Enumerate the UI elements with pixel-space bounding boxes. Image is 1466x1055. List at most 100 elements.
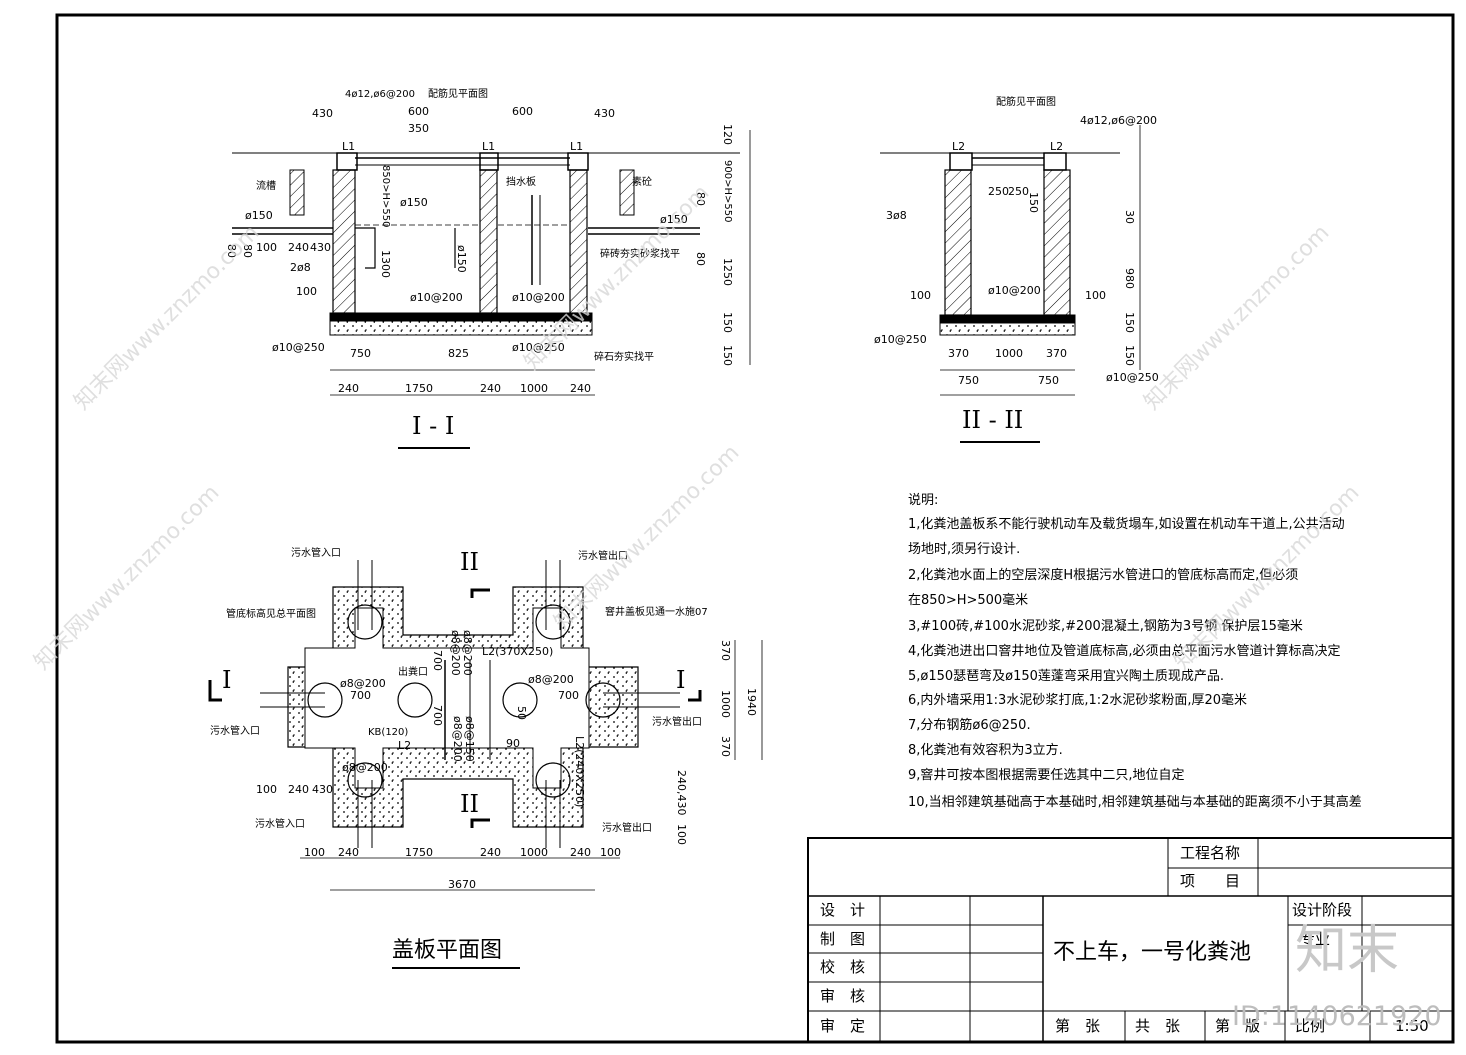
- edition-label: 第 版: [1215, 1017, 1261, 1035]
- section-1-label: 1250: [721, 258, 734, 286]
- section-1-label: 240: [288, 241, 309, 254]
- notes-heading: 说明:: [908, 493, 939, 508]
- plan-label: 出粪口: [398, 667, 428, 678]
- plan-label: 1750: [405, 846, 433, 859]
- section-1-label: L1: [342, 140, 356, 153]
- plan-label: ø8@200: [451, 716, 464, 762]
- plan-label: 1000: [719, 690, 732, 718]
- section-1-label: 碎砖夯实砂浆找平: [600, 249, 680, 260]
- outer-border: [55, 13, 1455, 1044]
- plan-label: L2: [398, 739, 412, 752]
- plan-label: 1940: [745, 688, 758, 716]
- section-2-label: 150: [1027, 192, 1040, 213]
- section-2-label: 150: [1123, 345, 1136, 366]
- section-2-label: ø10@200: [988, 284, 1041, 297]
- plan-label: II: [460, 548, 479, 576]
- section-1-label: 350: [408, 122, 429, 135]
- section-1-label: 80: [241, 244, 254, 258]
- section-1-label: 120: [721, 124, 734, 145]
- note-item: 在850>H>500毫米: [908, 593, 1029, 608]
- plan-label: 50: [515, 706, 528, 720]
- section-1-title: I - I: [412, 412, 455, 440]
- plan-label: ø8@200: [342, 761, 388, 774]
- section-1-label: ø150: [660, 213, 688, 226]
- section-1-label: 240: [338, 382, 359, 395]
- plan-label: 700: [350, 689, 371, 702]
- section-1-label: ø10@200: [512, 291, 565, 304]
- design-label: 设 计: [820, 901, 866, 919]
- plan-label: 370: [719, 640, 732, 661]
- plan-label: ø8@200: [340, 677, 386, 690]
- note-item: 7,分布钢筋ø6@250.: [908, 718, 1031, 733]
- section-2-label: 250: [988, 185, 1009, 198]
- section-2-label: 30: [1123, 210, 1136, 224]
- plan-label: 污水管入口: [291, 548, 341, 559]
- section-2-label: 4ø12,ø6@200: [1080, 114, 1157, 127]
- drawing-title: 不上车，一号化粪池: [1053, 940, 1252, 965]
- section-2-label: L2: [952, 140, 966, 153]
- section-1-label: 430: [312, 107, 333, 120]
- scale-label: 比例: [1295, 1017, 1326, 1035]
- section-1-label: 600: [512, 105, 533, 118]
- plan-label: 污水管出口: [652, 717, 702, 728]
- note-item: 4,化粪池进出口窨井地位及管道底标高,必须由总平面污水管道计算标高决定: [908, 644, 1341, 659]
- plan-label: 240,430: [675, 770, 688, 816]
- section-1-label: ø10@250: [272, 341, 325, 354]
- plan-label: 700: [431, 650, 444, 671]
- section-2-label: 150: [1123, 312, 1136, 333]
- item-label: 项 目: [1180, 872, 1241, 890]
- section-2-label: 370: [948, 347, 969, 360]
- section-1-label: 100: [256, 241, 277, 254]
- approve-label: 审 定: [820, 1017, 866, 1035]
- section-2-label: 750: [958, 374, 979, 387]
- section-1-label: ø150: [400, 196, 428, 209]
- section-2-label: 370: [1046, 347, 1067, 360]
- section-1-label: L1: [482, 140, 496, 153]
- section-1-label: ø10@200: [410, 291, 463, 304]
- section-1-label: ø10@250: [512, 341, 565, 354]
- section-2-label: 980: [1123, 268, 1136, 289]
- plan-label: 100: [675, 824, 688, 845]
- plan-label: 240: [480, 846, 501, 859]
- section-1-label: 挡水板: [506, 177, 536, 188]
- section-1-label: 850>H>550: [380, 165, 391, 228]
- section-2-label: 1000: [995, 347, 1023, 360]
- brand-logo: 知末: [1295, 921, 1400, 981]
- section-1-label: 1300: [379, 250, 392, 278]
- section-2-label: 100: [910, 289, 931, 302]
- plan-label: 窨井盖板见通一水施07: [605, 607, 708, 618]
- plan-label: L2(240X250): [573, 736, 586, 808]
- section-1-label: 825: [448, 347, 469, 360]
- section-1-label: 80: [694, 252, 707, 266]
- section-1-label: 4ø12,ø6@200: [345, 89, 415, 100]
- section-1-label: 1750: [405, 382, 433, 395]
- plan-label: 240: [570, 846, 591, 859]
- section-1-label: 430: [310, 241, 331, 254]
- section-1-label: 600: [408, 105, 429, 118]
- section-1-label: 素砼: [632, 177, 652, 188]
- plan-title: 盖板平面图: [392, 938, 503, 963]
- section-1-label: 240: [570, 382, 591, 395]
- section-1-label: 430: [594, 107, 615, 120]
- note-item: 8,化粪池有效容积为3立方.: [908, 743, 1063, 758]
- plan-label: 90: [506, 737, 520, 750]
- plan-label: II: [460, 790, 479, 818]
- plan-label: 430: [312, 783, 333, 796]
- note-item: 3,#100砖,#100水泥砂浆,#200混凝土,钢筋为3号钢 保护层15毫米: [908, 619, 1303, 634]
- project-name-label: 工程名称: [1180, 844, 1241, 862]
- section-1-label: ø150: [455, 245, 468, 273]
- section-1-label: 150: [721, 312, 734, 333]
- plan-label: ø8@200: [449, 630, 462, 676]
- plan-label: 1000: [520, 846, 548, 859]
- section-2-label: ø10@250: [1106, 371, 1159, 384]
- plan-label: L2(370X250): [482, 645, 554, 658]
- section-1-label: 碎石夯实找平: [594, 352, 654, 363]
- note-item: 9,窨井可按本图根据需要任选其中二只,地位自定: [908, 768, 1185, 783]
- section-1-label: 750: [350, 347, 371, 360]
- scale-value: 1:50: [1395, 1017, 1429, 1035]
- plan-label: 100: [304, 846, 325, 859]
- stage-label: 设计阶段: [1292, 901, 1353, 919]
- review-label: 审 核: [820, 987, 866, 1005]
- section-1-label: 900>H>550: [722, 160, 733, 223]
